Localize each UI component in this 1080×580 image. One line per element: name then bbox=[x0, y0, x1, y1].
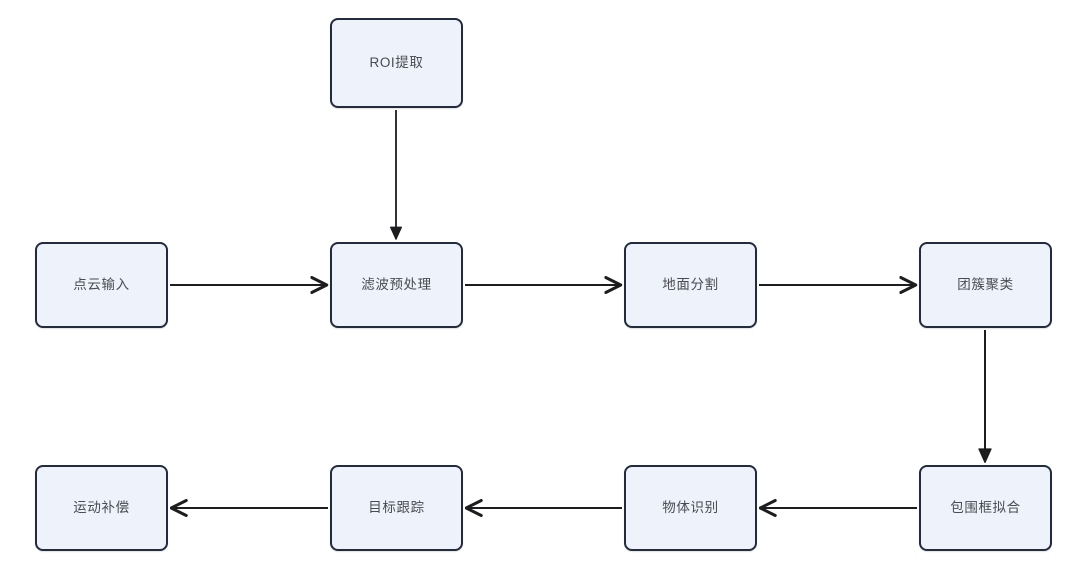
node-filter-preprocessing[interactable]: 滤波预处理 bbox=[330, 242, 463, 328]
node-label: 团簇聚类 bbox=[957, 276, 1014, 292]
node-point-cloud-input[interactable]: 点云输入 bbox=[35, 242, 168, 328]
node-label: 地面分割 bbox=[662, 276, 719, 292]
node-label: 目标跟踪 bbox=[368, 499, 425, 515]
node-target-tracking[interactable]: 目标跟踪 bbox=[330, 465, 463, 551]
node-label: 物体识别 bbox=[662, 499, 719, 515]
node-label: ROI提取 bbox=[369, 54, 424, 70]
node-label: 点云输入 bbox=[73, 276, 130, 292]
node-roi-extraction[interactable]: ROI提取 bbox=[330, 18, 463, 108]
node-label: 运动补偿 bbox=[73, 499, 130, 515]
node-bounding-box-fitting[interactable]: 包围框拟合 bbox=[919, 465, 1052, 551]
node-object-recognition[interactable]: 物体识别 bbox=[624, 465, 757, 551]
node-label: 包围框拟合 bbox=[950, 499, 1021, 515]
node-label: 滤波预处理 bbox=[361, 276, 432, 292]
node-cluster-clustering[interactable]: 团簇聚类 bbox=[919, 242, 1052, 328]
node-motion-compensation[interactable]: 运动补偿 bbox=[35, 465, 168, 551]
node-ground-segmentation[interactable]: 地面分割 bbox=[624, 242, 757, 328]
